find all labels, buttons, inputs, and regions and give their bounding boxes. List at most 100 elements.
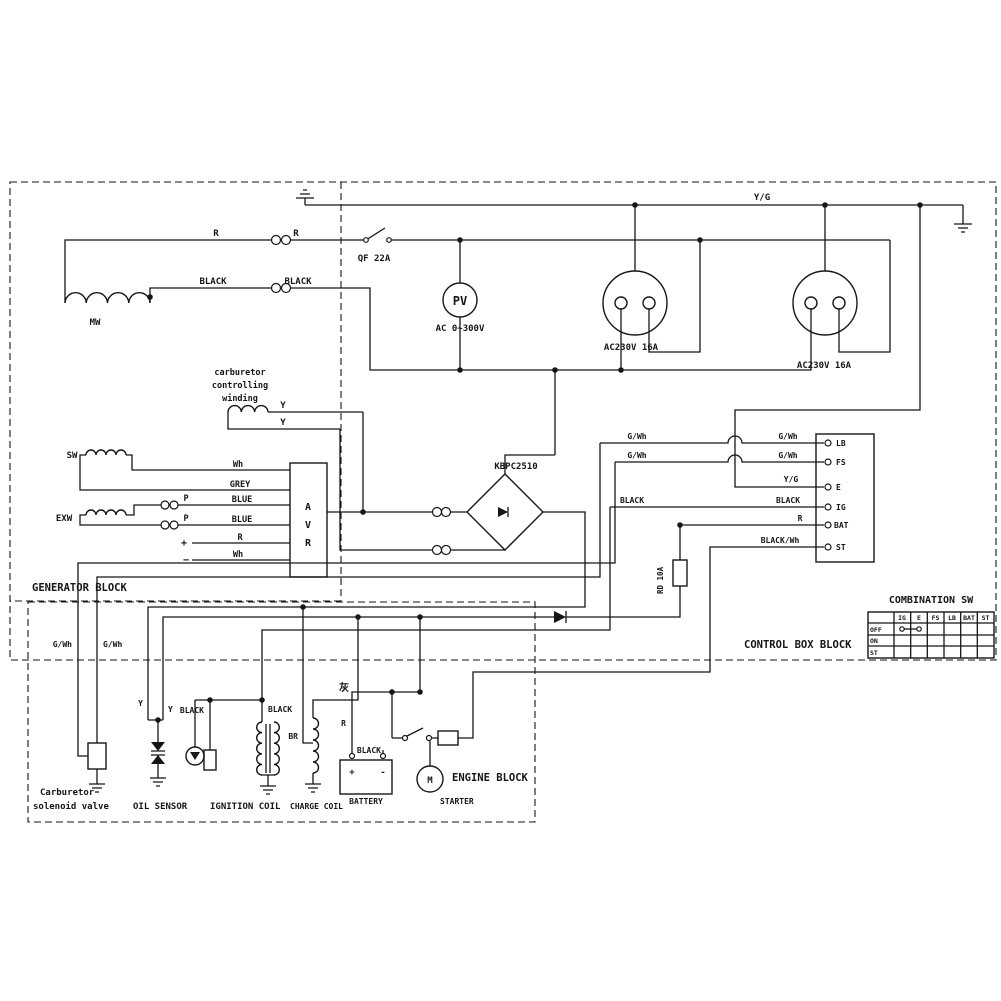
wire-label-y-eng2: Y: [168, 705, 173, 714]
charge-coil-label: CHARGE COIL: [290, 802, 343, 811]
wire-label-gwh-right1: G/Wh: [778, 432, 797, 441]
wire-label-r2: R: [293, 229, 299, 239]
battery-plus-label: +: [349, 768, 355, 778]
wire-label-y1: Y: [280, 401, 286, 411]
wire-label-black-eng3: BLACK: [357, 746, 381, 755]
avr-letter-r: R: [305, 538, 312, 549]
terminal-label-e: E: [836, 483, 841, 492]
wire-label-r-eng: R: [341, 719, 346, 728]
circuit-breaker: [363, 237, 392, 243]
charge-coil: [312, 717, 320, 774]
main-winding-label: MW: [90, 318, 101, 328]
terminal-strip: [815, 433, 875, 563]
carb-valve-label-1: Carburetor: [40, 788, 95, 798]
starter-relay: [401, 730, 459, 746]
wire-label-y-eng1: Y: [138, 699, 143, 708]
wire-label-wh1: Wh: [233, 460, 243, 470]
ignition-coil-label: IGNITION COIL: [210, 802, 281, 812]
comb-header-ig: IG: [898, 614, 906, 622]
wire-label-black-eng1: BLACK: [180, 706, 204, 715]
oil-sensor: [151, 742, 165, 764]
comb-row-on: ON: [870, 637, 878, 645]
wire-label-r1: R: [213, 229, 219, 239]
comb-header-lb: LB: [948, 614, 956, 622]
carb-winding-label-3: winding: [222, 393, 258, 404]
wires: [64, 189, 972, 795]
terminal-label-fs: FS: [836, 458, 846, 467]
wire-label-grey: GREY: [230, 480, 251, 490]
fuse: [672, 559, 688, 587]
wire-label-y2: Y: [280, 418, 286, 428]
connector-pairs: [160, 234, 452, 556]
fuse-label: RD 10A: [656, 566, 665, 594]
sub-winding-label: SW: [67, 451, 78, 461]
generator-block-title: GENERATOR BLOCK: [32, 582, 128, 594]
socket-2: [792, 270, 858, 336]
bridge-rectifier: [466, 473, 544, 551]
charging-diode: [554, 611, 567, 623]
terminal-label-ig: IG: [836, 503, 846, 512]
wire-label-gwh-right2: G/Wh: [778, 451, 797, 460]
avr-letter-a: A: [305, 502, 311, 513]
breaker-label: QF 22A: [358, 254, 391, 264]
wire-label-wh2: Wh: [233, 550, 243, 560]
voltmeter: [442, 282, 478, 318]
terminal-label-st: ST: [836, 543, 846, 552]
combination-sw-title: COMBINATION SW: [889, 595, 974, 606]
wire-label-black1: BLACK: [199, 277, 227, 287]
starter-m-label: M: [427, 776, 433, 786]
wire-label-black-wh: BLACK/Wh: [761, 536, 800, 545]
engine-block-title: ENGINE BLOCK: [452, 772, 529, 784]
socket-1: [602, 270, 668, 336]
comb-header-st: ST: [982, 614, 990, 622]
control-box-block-title: CONTROL BOX BLOCK: [744, 639, 852, 651]
wire-label-black-eng2: BLACK: [268, 705, 292, 714]
wire-label-gwh-left1: G/Wh: [627, 432, 646, 441]
avr-letter-v: V: [305, 520, 311, 531]
wire-label-black2: BLACK: [284, 277, 312, 287]
comb-row-st: ST: [870, 649, 878, 657]
comb-header-bat: BAT: [963, 614, 975, 622]
junction-dots: [147, 202, 923, 723]
combination-switch-table: [867, 611, 995, 659]
plus-label: +: [181, 538, 187, 549]
wire-label-black-left: BLACK: [620, 496, 644, 505]
wire-label-grey-cn: 灰: [339, 681, 349, 694]
terminal-label-lb: LB: [836, 439, 846, 448]
socket2-label: AC230V 16A: [797, 361, 852, 371]
wire-label-yg-right: Y/G: [784, 475, 799, 484]
battery-minus-label: -: [380, 768, 385, 778]
wire-label-black-right: BLACK: [776, 496, 800, 505]
wire-label-r-avr: R: [237, 533, 243, 543]
battery: [339, 750, 393, 795]
carb-winding-label-2: controlling: [212, 380, 268, 391]
carb-valve-label-2: solenoid valve: [33, 801, 109, 812]
starter-motor: [416, 765, 444, 793]
rectifier-label: KBPC2510: [494, 462, 537, 472]
minus-label: −: [183, 555, 189, 566]
wire-label-blue1: BLUE: [232, 495, 252, 505]
wire-label-gwh-eng2: G/Wh: [103, 640, 122, 649]
plug-label-p1: P: [183, 494, 188, 504]
oil-sensor-label: OIL SENSOR: [133, 802, 188, 812]
ignition-coil: [185, 721, 280, 776]
wire-label-yg-top: Y/G: [754, 193, 770, 203]
avr-box: [289, 462, 328, 578]
comb-header-e: E: [917, 614, 921, 622]
carb-winding-label-1: carburetor: [214, 368, 265, 378]
labels: Y/G R R QF 22A BLACK BLACK MW PV AC 0~30…: [32, 193, 989, 812]
starter-label: STARTER: [440, 797, 474, 806]
plug-label-p2: P: [183, 514, 188, 524]
carburetor-solenoid-valve: [87, 742, 107, 770]
terminal-label-bat: BAT: [834, 521, 849, 530]
comb-header-fs: FS: [932, 614, 940, 622]
wire-label-r-right: R: [798, 514, 803, 523]
voltmeter-range-label: AC 0~300V: [436, 324, 485, 334]
socket1-label: AC230V 16A: [604, 343, 659, 353]
voltmeter-label: PV: [453, 294, 467, 308]
wire-label-gwh-left2: G/Wh: [627, 451, 646, 460]
wire-label-blue2: BLUE: [232, 515, 252, 525]
block-borders: [9, 181, 997, 823]
